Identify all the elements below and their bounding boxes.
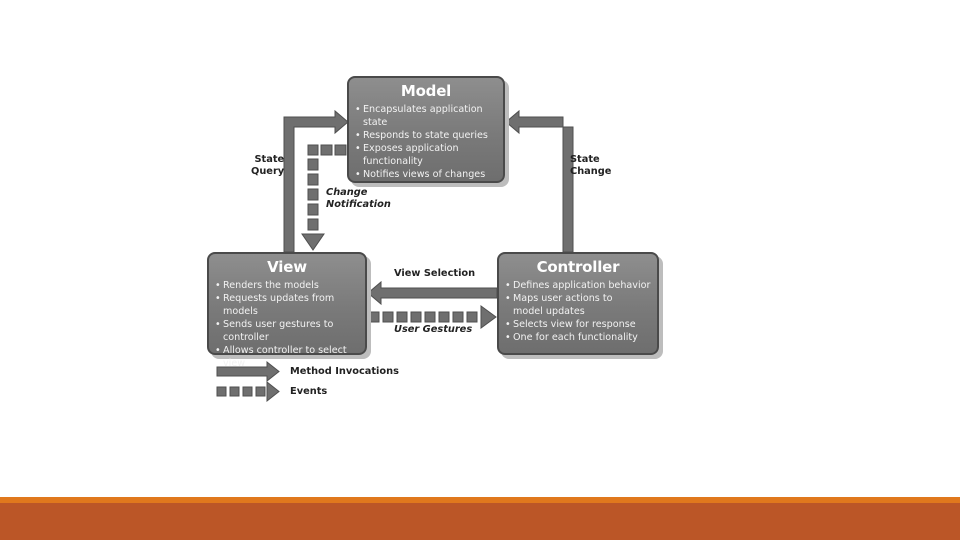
legend-dash-arrowhead xyxy=(266,380,280,403)
change-notification-dash xyxy=(334,144,347,156)
model-box: Model Encapsulates application state Res… xyxy=(347,76,505,183)
change-notification-dash xyxy=(307,158,319,171)
view-box: View Renders the models Requests updates… xyxy=(207,252,367,369)
controller-item: Maps user actions to model updates xyxy=(505,292,653,318)
legend-dash xyxy=(242,386,253,397)
legend-dash xyxy=(216,386,227,397)
legend-events-label: Events xyxy=(290,386,328,397)
change-notification-dash xyxy=(307,188,319,201)
change-notification-dash xyxy=(307,144,319,156)
change-notification-arrowhead xyxy=(301,233,325,251)
change-notification-label: Change Notification xyxy=(326,187,391,210)
state-change-label: State Change xyxy=(570,154,612,177)
controller-title: Controller xyxy=(536,258,620,276)
change-notification-dash xyxy=(307,218,319,231)
controller-box: Controller Defines application behavior … xyxy=(497,252,659,355)
user-gestures-dash xyxy=(368,311,380,323)
user-gestures-dash xyxy=(396,311,408,323)
model-title: Model xyxy=(400,82,452,100)
controller-item: Selects view for response xyxy=(505,318,653,331)
user-gestures-dash xyxy=(438,311,450,323)
user-gestures-arrowhead xyxy=(480,305,497,329)
legend-method-invocations-label: Method Invocations xyxy=(290,366,399,377)
controller-responsibilities: Defines application behavior Maps user a… xyxy=(499,279,657,344)
change-notification-dash xyxy=(307,173,319,186)
view-item: Renders the models xyxy=(215,279,361,292)
model-item: Exposes application functionality xyxy=(355,142,499,168)
view-selection-label: View Selection xyxy=(394,268,476,279)
diagram-arrows xyxy=(216,109,574,403)
state-query-label: State Query xyxy=(251,154,285,177)
view-item: Sends user gestures to controller xyxy=(215,318,361,344)
model-item: Encapsulates application state xyxy=(355,103,499,129)
change-notification-dash xyxy=(307,203,319,216)
legend-dash xyxy=(255,386,266,397)
user-gestures-dash xyxy=(424,311,436,323)
view-item: Requests updates from models xyxy=(215,292,361,318)
view-responsibilities: Renders the models Requests updates from… xyxy=(209,279,365,370)
legend-dash xyxy=(229,386,240,397)
footer-accent-stripe xyxy=(0,497,960,503)
user-gestures-dash xyxy=(452,311,464,323)
view-selection-arrow xyxy=(367,280,498,306)
user-gestures-label: User Gestures xyxy=(394,324,473,335)
controller-item: One for each functionality xyxy=(505,331,653,344)
view-item: Allows controller to select view xyxy=(215,344,361,370)
model-item: Notifies views of changes xyxy=(355,168,499,181)
user-gestures-dash xyxy=(382,311,394,323)
user-gestures-dash xyxy=(466,311,478,323)
view-title: View xyxy=(267,258,307,276)
state-query-arrow xyxy=(283,109,349,253)
model-item: Responds to state queries xyxy=(355,129,499,142)
footer-bar xyxy=(0,503,960,540)
controller-item: Defines application behavior xyxy=(505,279,653,292)
state-change-arrow xyxy=(505,109,574,253)
change-notification-dash xyxy=(320,144,333,156)
model-responsibilities: Encapsulates application state Responds … xyxy=(349,103,503,181)
mvc-diagram: Model Encapsulates application state Res… xyxy=(195,68,670,406)
user-gestures-dash xyxy=(410,311,422,323)
